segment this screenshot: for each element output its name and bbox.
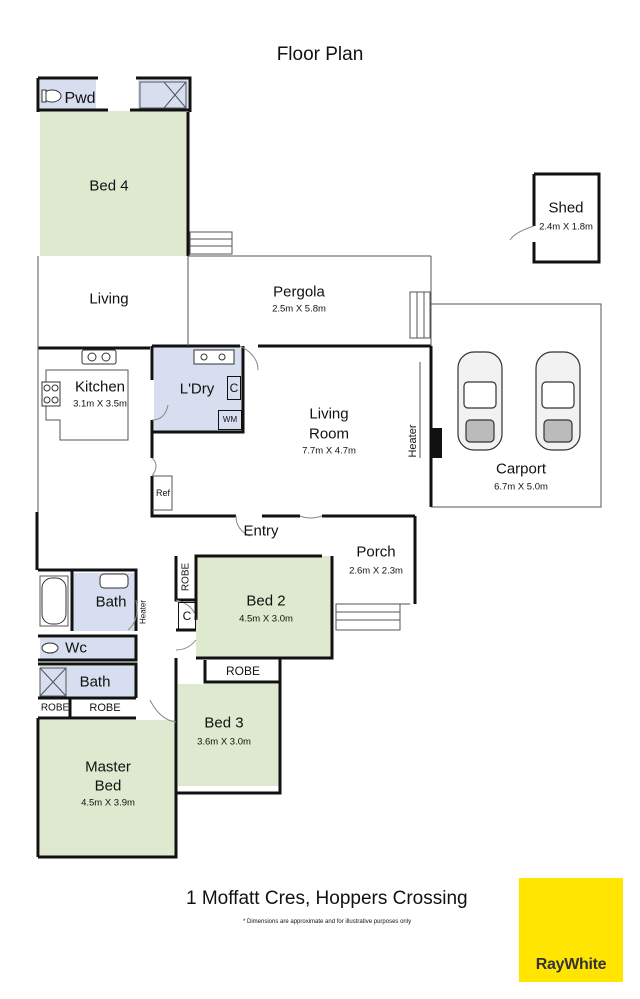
pergola-dims: 2.5m X 5.8m <box>272 303 326 315</box>
bed4-label: Bed 4 <box>89 177 129 195</box>
entry-label: Entry <box>243 522 279 540</box>
car-icon-1 <box>457 351 503 451</box>
washing-machine-label: WM <box>218 410 242 430</box>
cupboard-label: C <box>178 602 196 630</box>
toilet-icon-wc <box>41 642 59 654</box>
pergola-label: Pergola <box>273 283 325 301</box>
wc-fill <box>40 638 136 660</box>
master-label-1: Master <box>85 758 131 776</box>
bed3-label: Bed 3 <box>204 714 244 732</box>
porch-dims: 2.6m X 2.3m <box>349 565 403 577</box>
page-title: Floor Plan <box>276 44 364 65</box>
fireplace-icon <box>432 428 442 458</box>
steps <box>189 231 431 631</box>
brand-name: RayWhite <box>535 956 607 973</box>
bath2-label: Bath <box>79 673 111 691</box>
wc-label: Wc <box>65 639 87 657</box>
fridge-label: Ref <box>155 488 171 498</box>
heater-label: Heater <box>407 424 419 458</box>
robe2-label: ROBE <box>89 702 121 714</box>
living-label: Living <box>89 290 129 308</box>
bed3-fill <box>178 684 280 786</box>
car-icon-2 <box>535 351 581 451</box>
shed-dims: 2.4m X 1.8m <box>539 221 593 233</box>
living-room-label-1: Living <box>309 405 349 423</box>
carport-dims: 6.7m X 5.0m <box>494 481 548 493</box>
master-fill <box>40 720 176 857</box>
master-label-2: Bed <box>94 777 122 795</box>
robe1-label: ROBE <box>40 702 70 714</box>
laundry-cupboard: C <box>227 376 241 400</box>
shower-fill <box>138 79 188 109</box>
room-fills <box>40 79 332 857</box>
basin-icon <box>99 573 129 589</box>
carport-label: Carport <box>495 460 547 478</box>
shed-label: Shed <box>548 199 584 217</box>
robe-small-label: ROBE <box>180 562 192 592</box>
bed2-dims: 4.5m X 3.0m <box>239 613 293 625</box>
walls <box>35 76 601 859</box>
brand-logo: RayWhite <box>519 878 623 982</box>
bath2-fill <box>40 666 136 698</box>
kitchen-dims: 3.1m X 3.5m <box>73 398 127 410</box>
bathtub-icon <box>41 577 67 625</box>
disclaimer: * Dimensions are approximate and for ill… <box>243 919 412 925</box>
living-room-dims: 7.7m X 4.7m <box>302 445 356 457</box>
master-dims: 4.5m X 3.9m <box>81 797 135 809</box>
bed3-dims: 3.6m X 3.0m <box>197 736 251 748</box>
porch-label: Porch <box>356 543 396 561</box>
bed4-fill <box>40 111 188 256</box>
laundry-tub-icon <box>193 349 235 365</box>
laundry-label: L'Dry <box>179 380 215 398</box>
bath1-label: Bath <box>95 593 127 611</box>
bed3-robe-label: ROBE <box>225 664 261 678</box>
bed2-label: Bed 2 <box>246 592 286 610</box>
heater2-label: Heater <box>138 599 148 625</box>
door-swings <box>127 225 535 723</box>
pwd-label: Pwd <box>64 90 96 107</box>
sink-icon <box>81 349 117 365</box>
fixtures <box>41 89 235 654</box>
property-address: 1 Moffatt Cres, Hoppers Crossing <box>186 888 468 909</box>
kitchen-label: Kitchen <box>74 378 126 396</box>
bed2-fill <box>196 556 332 658</box>
living-room-label-2: Room <box>308 425 350 443</box>
thin-outlines <box>37 81 602 697</box>
